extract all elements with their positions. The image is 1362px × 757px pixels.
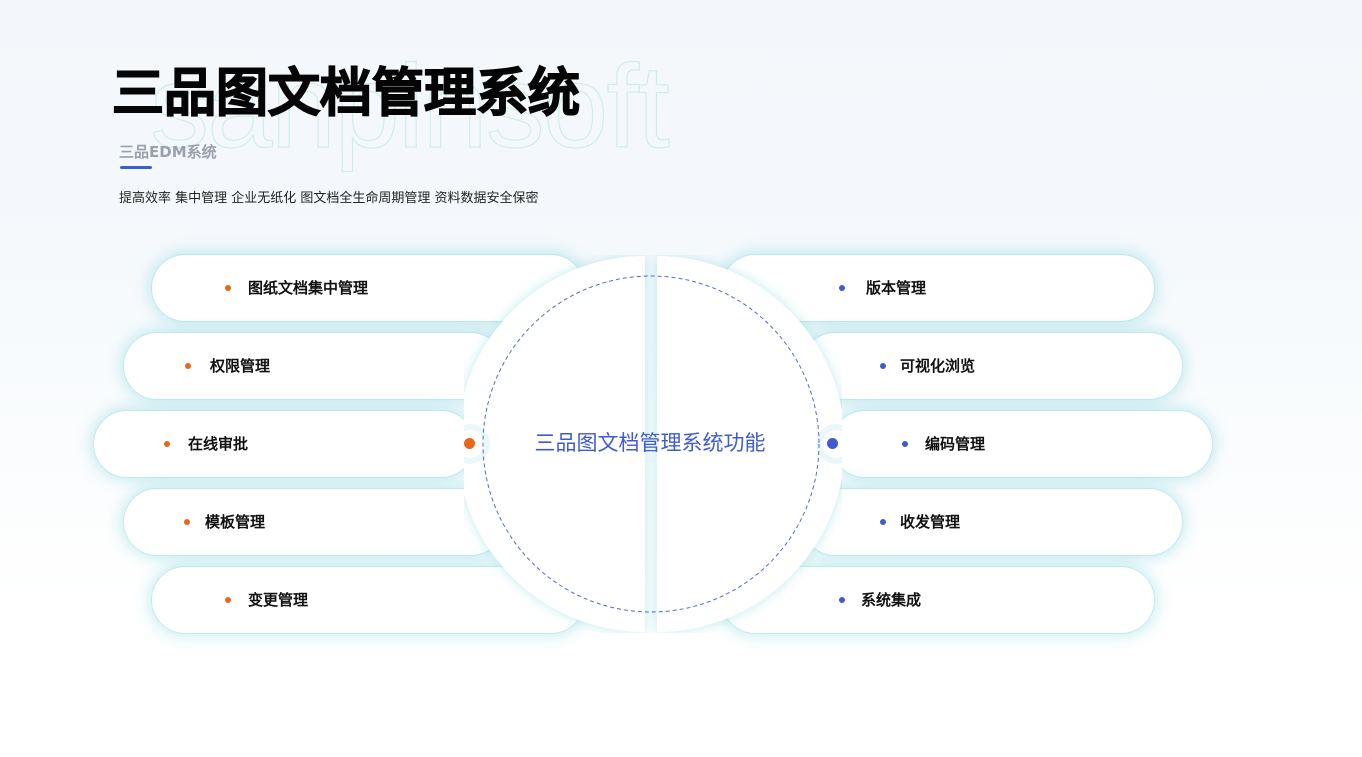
feature-item-visual-browse[interactable]: 可视化浏览 bbox=[802, 333, 1182, 399]
bullet-dot-icon bbox=[880, 363, 886, 369]
feature-item-coding[interactable]: 编码管理 bbox=[832, 411, 1212, 477]
feature-label: 权限管理 bbox=[210, 357, 271, 375]
feature-item-change[interactable]: 变更管理 bbox=[152, 567, 584, 633]
feature-item-template[interactable]: 模板管理 bbox=[124, 489, 504, 555]
feature-label: 系统集成 bbox=[861, 591, 922, 609]
feature-item-integration[interactable]: 系统集成 bbox=[722, 567, 1154, 633]
center-circle bbox=[464, 255, 842, 633]
feature-item-online-approval[interactable]: 在线审批 bbox=[94, 411, 474, 477]
page-title: 三品图文档管理系统 bbox=[111, 64, 581, 124]
bullet-dot-icon bbox=[839, 285, 845, 291]
feature-label: 收发管理 bbox=[900, 513, 961, 531]
bullet-dot-icon bbox=[185, 363, 191, 369]
feature-item-permission[interactable]: 权限管理 bbox=[124, 333, 504, 399]
bullet-dot-icon bbox=[839, 597, 845, 603]
left-node-dot-icon bbox=[464, 438, 475, 449]
feature-label: 可视化浏览 bbox=[900, 357, 976, 375]
feature-label: 版本管理 bbox=[866, 279, 927, 297]
right-node-dot-icon bbox=[827, 438, 838, 449]
tagline: 提高效率 集中管理 企业无纸化 图文档全生命周期管理 资料数据安全保密 bbox=[119, 191, 539, 206]
brand-watermark: sanpinsoft bbox=[149, 41, 670, 173]
center-title: 三品图文档管理系统功能 bbox=[534, 431, 766, 455]
bullet-dot-icon bbox=[225, 285, 231, 291]
feature-item-document-centralized[interactable]: 图纸文档集中管理 bbox=[152, 255, 584, 321]
feature-item-version[interactable]: 版本管理 bbox=[722, 255, 1154, 321]
page-subtitle: 三品EDM系统 bbox=[119, 143, 217, 161]
feature-label: 图纸文档集中管理 bbox=[248, 279, 369, 297]
feature-label: 变更管理 bbox=[248, 591, 309, 609]
subtitle-underline bbox=[120, 166, 152, 169]
bullet-dot-icon bbox=[880, 519, 886, 525]
feature-label: 模板管理 bbox=[205, 513, 266, 531]
feature-label: 在线审批 bbox=[188, 435, 249, 453]
bullet-dot-icon bbox=[164, 441, 170, 447]
bullet-dot-icon bbox=[184, 519, 190, 525]
feature-item-dispatch[interactable]: 收发管理 bbox=[802, 489, 1182, 555]
center-circle-graphic bbox=[464, 256, 842, 632]
bullet-dot-icon bbox=[902, 441, 908, 447]
feature-label: 编码管理 bbox=[925, 435, 986, 453]
bullet-dot-icon bbox=[225, 597, 231, 603]
